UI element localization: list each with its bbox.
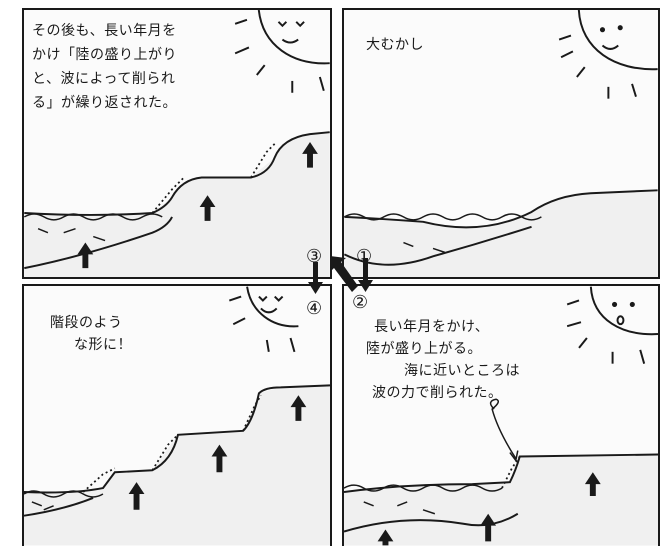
panel-3-caption-line-4: る」が繰り返された。 bbox=[32, 95, 177, 111]
order-mark-1: ① bbox=[356, 246, 373, 267]
panel-4-caption-line-1: 階段のよう bbox=[50, 315, 123, 331]
panel-3-drawing bbox=[24, 10, 330, 277]
eroded-outline bbox=[151, 141, 278, 214]
sea-floor bbox=[24, 497, 94, 517]
sea-floor bbox=[24, 216, 173, 270]
up-arrow-icon bbox=[211, 444, 228, 473]
panel-3-repeated: その後も、長い年月を かけ「陸の盛り上がり と、波によって削られ る」が繰り返さ… bbox=[22, 8, 332, 279]
sea-area bbox=[24, 385, 330, 546]
wave-icon bbox=[344, 484, 503, 492]
eroded-outline bbox=[82, 394, 262, 493]
panel-3-caption-line-1: その後も、長い年月を bbox=[32, 23, 177, 39]
panel-1-long-ago: 大むかし bbox=[342, 8, 660, 279]
wave-icon bbox=[344, 213, 542, 221]
sun-icon bbox=[558, 10, 658, 99]
annotation-arrow bbox=[489, 398, 517, 459]
panel-2-caption-line-3: 海に近いところは bbox=[404, 363, 520, 379]
coastline bbox=[344, 453, 658, 494]
order-mark-2: ② bbox=[352, 292, 369, 313]
order-mark-3: ③ bbox=[306, 246, 323, 267]
wave-icon bbox=[24, 213, 163, 221]
sun-icon bbox=[229, 286, 299, 353]
panel-3-caption-line-3: と、波によって削られ bbox=[32, 71, 176, 87]
panel-2-caption-line-2: 陸が盛り上がる。 bbox=[366, 341, 482, 357]
sea-area bbox=[344, 190, 658, 277]
order-mark-4: ④ bbox=[306, 298, 323, 319]
panel-4-staircase: 階段のよう な形に！ bbox=[22, 284, 332, 546]
panel-2-caption-line-4: 波の力で削られた。 bbox=[372, 385, 503, 401]
panel-1-drawing bbox=[344, 10, 658, 277]
up-arrow-icon bbox=[199, 195, 216, 221]
eroded-outline bbox=[501, 455, 521, 489]
sun-icon bbox=[566, 286, 658, 364]
sea-area bbox=[344, 454, 658, 546]
panel-4-drawing bbox=[24, 286, 330, 546]
panel-2-uplift: 長い年月をかけ、 陸が盛り上がる。 海に近いところは 波の力で削られた。 bbox=[342, 284, 660, 546]
panel-2-drawing bbox=[344, 286, 658, 546]
wave-icon bbox=[24, 490, 104, 498]
up-arrow-icon bbox=[584, 472, 601, 496]
sea-floor bbox=[344, 512, 519, 533]
panel-2-caption-line-1: 長い年月をかけ、 bbox=[374, 319, 490, 335]
sea-floor bbox=[344, 225, 532, 266]
coastline bbox=[344, 189, 658, 229]
up-arrow-icon bbox=[480, 513, 497, 542]
sea-area bbox=[24, 132, 330, 277]
up-arrow-icon bbox=[290, 395, 307, 421]
up-arrow-icon bbox=[128, 482, 145, 510]
coastline bbox=[24, 384, 330, 494]
panel-3-caption-line-2: かけ「陸の盛り上がり bbox=[32, 47, 177, 63]
up-arrow-icon bbox=[377, 529, 394, 546]
up-arrow-icon bbox=[77, 242, 94, 269]
sun-icon bbox=[234, 10, 330, 93]
up-arrow-icon bbox=[302, 142, 318, 168]
panel-4-caption-line-2: な形に！ bbox=[74, 337, 132, 353]
panel-1-caption: 大むかし bbox=[366, 37, 424, 53]
